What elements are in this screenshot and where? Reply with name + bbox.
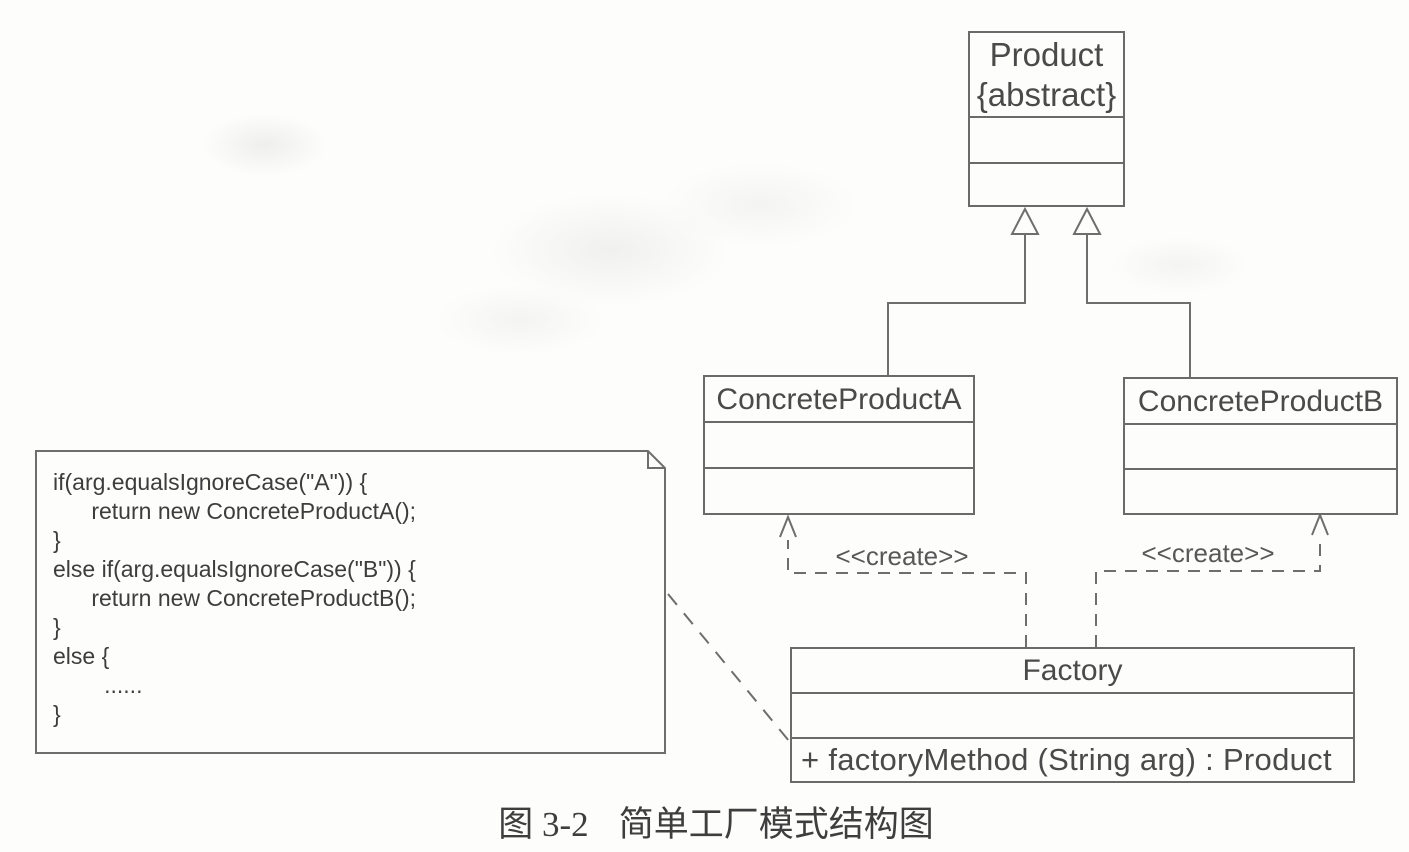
figure-caption-title: 简单工厂模式结构图 <box>618 805 934 844</box>
note-code-line: } <box>53 701 61 727</box>
note-code-line: ...... <box>53 672 143 698</box>
concrete-product-b-operations-compartment <box>1125 468 1396 513</box>
factory-method-signature: + factoryMethod (String arg) : Product <box>801 742 1332 777</box>
note-code-block: if(arg.equalsIgnoreCase("A")) { return n… <box>53 468 416 729</box>
note-code-line: else if(arg.equalsIgnoreCase("B")) { <box>53 556 416 582</box>
product-operations-compartment <box>970 162 1123 205</box>
product-class-name: Product <box>989 35 1104 73</box>
concrete-product-a-operations-compartment <box>705 467 973 513</box>
note-code-line: else { <box>53 643 110 669</box>
concrete-product-b-attributes-compartment <box>1125 423 1396 468</box>
concrete-product-a-class-name: ConcreteProductA <box>716 382 962 416</box>
create-stereotype-label-left: <<create>> <box>835 541 969 571</box>
create-stereotype-label-right: <<create>> <box>1141 538 1275 568</box>
concrete-product-a-name-compartment: ConcreteProductA <box>705 377 973 421</box>
figure-caption-number: 图 3-2 <box>498 805 589 844</box>
factory-operations-compartment: + factoryMethod (String arg) : Product <box>792 737 1353 781</box>
class-box-factory: Factory + factoryMethod (String arg) : P… <box>790 647 1355 783</box>
concrete-product-a-attributes-compartment <box>705 421 973 467</box>
class-box-concrete-product-b: ConcreteProductB <box>1123 377 1398 515</box>
note-code-line: } <box>53 614 61 640</box>
concrete-product-b-class-name: ConcreteProductB <box>1137 384 1384 418</box>
product-name-compartment: Product {abstract} <box>970 33 1123 116</box>
product-abstract-stereotype: {abstract} <box>976 75 1117 113</box>
note-code-line: } <box>53 527 61 553</box>
class-box-concrete-product-a: ConcreteProductA <box>703 375 975 515</box>
factory-class-name: Factory <box>1022 654 1123 687</box>
note-code-line: if(arg.equalsIgnoreCase("A")) { <box>53 469 368 495</box>
factory-name-compartment: Factory <box>792 649 1353 692</box>
note-code-line: return new ConcreteProductA(); <box>53 498 417 524</box>
product-attributes-compartment <box>970 116 1123 162</box>
concrete-product-b-name-compartment: ConcreteProductB <box>1125 379 1396 423</box>
note-code-line: return new ConcreteProductB(); <box>53 585 417 611</box>
factory-attributes-compartment <box>792 692 1353 737</box>
figure-caption: 图 3-2 简单工厂模式结构图 <box>430 796 1002 847</box>
class-box-product: Product {abstract} <box>968 31 1125 207</box>
